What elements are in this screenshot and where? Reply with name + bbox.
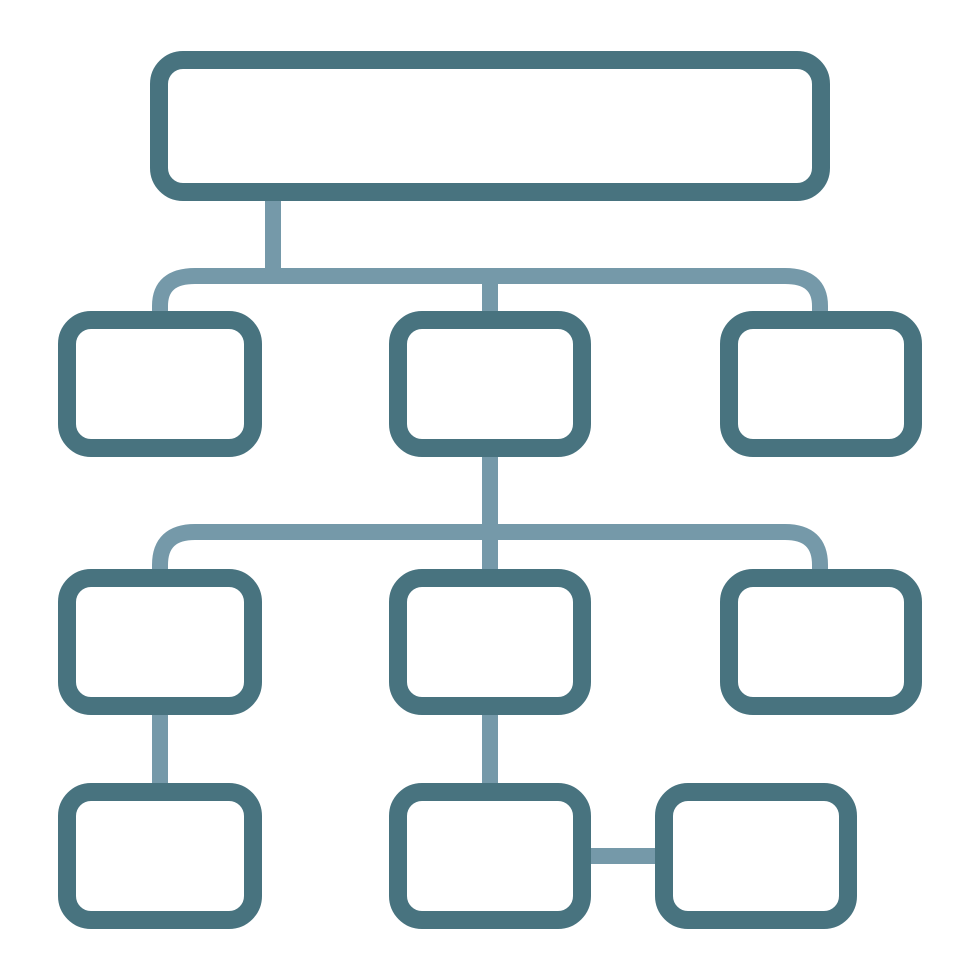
edge-level1-center-to-level2-left <box>152 524 828 573</box>
node-level1-left <box>58 311 262 457</box>
node-level1-right <box>720 311 922 457</box>
node-root <box>150 51 830 201</box>
connectors <box>152 200 828 864</box>
node-level3-right <box>655 783 857 929</box>
node-level2-center <box>389 569 591 715</box>
node-level2-left <box>58 569 262 715</box>
node-level3-left <box>58 783 262 929</box>
node-level1-center <box>389 311 591 457</box>
node-level3-center <box>389 783 591 929</box>
node-level2-right <box>720 569 922 715</box>
nodes <box>58 51 922 929</box>
